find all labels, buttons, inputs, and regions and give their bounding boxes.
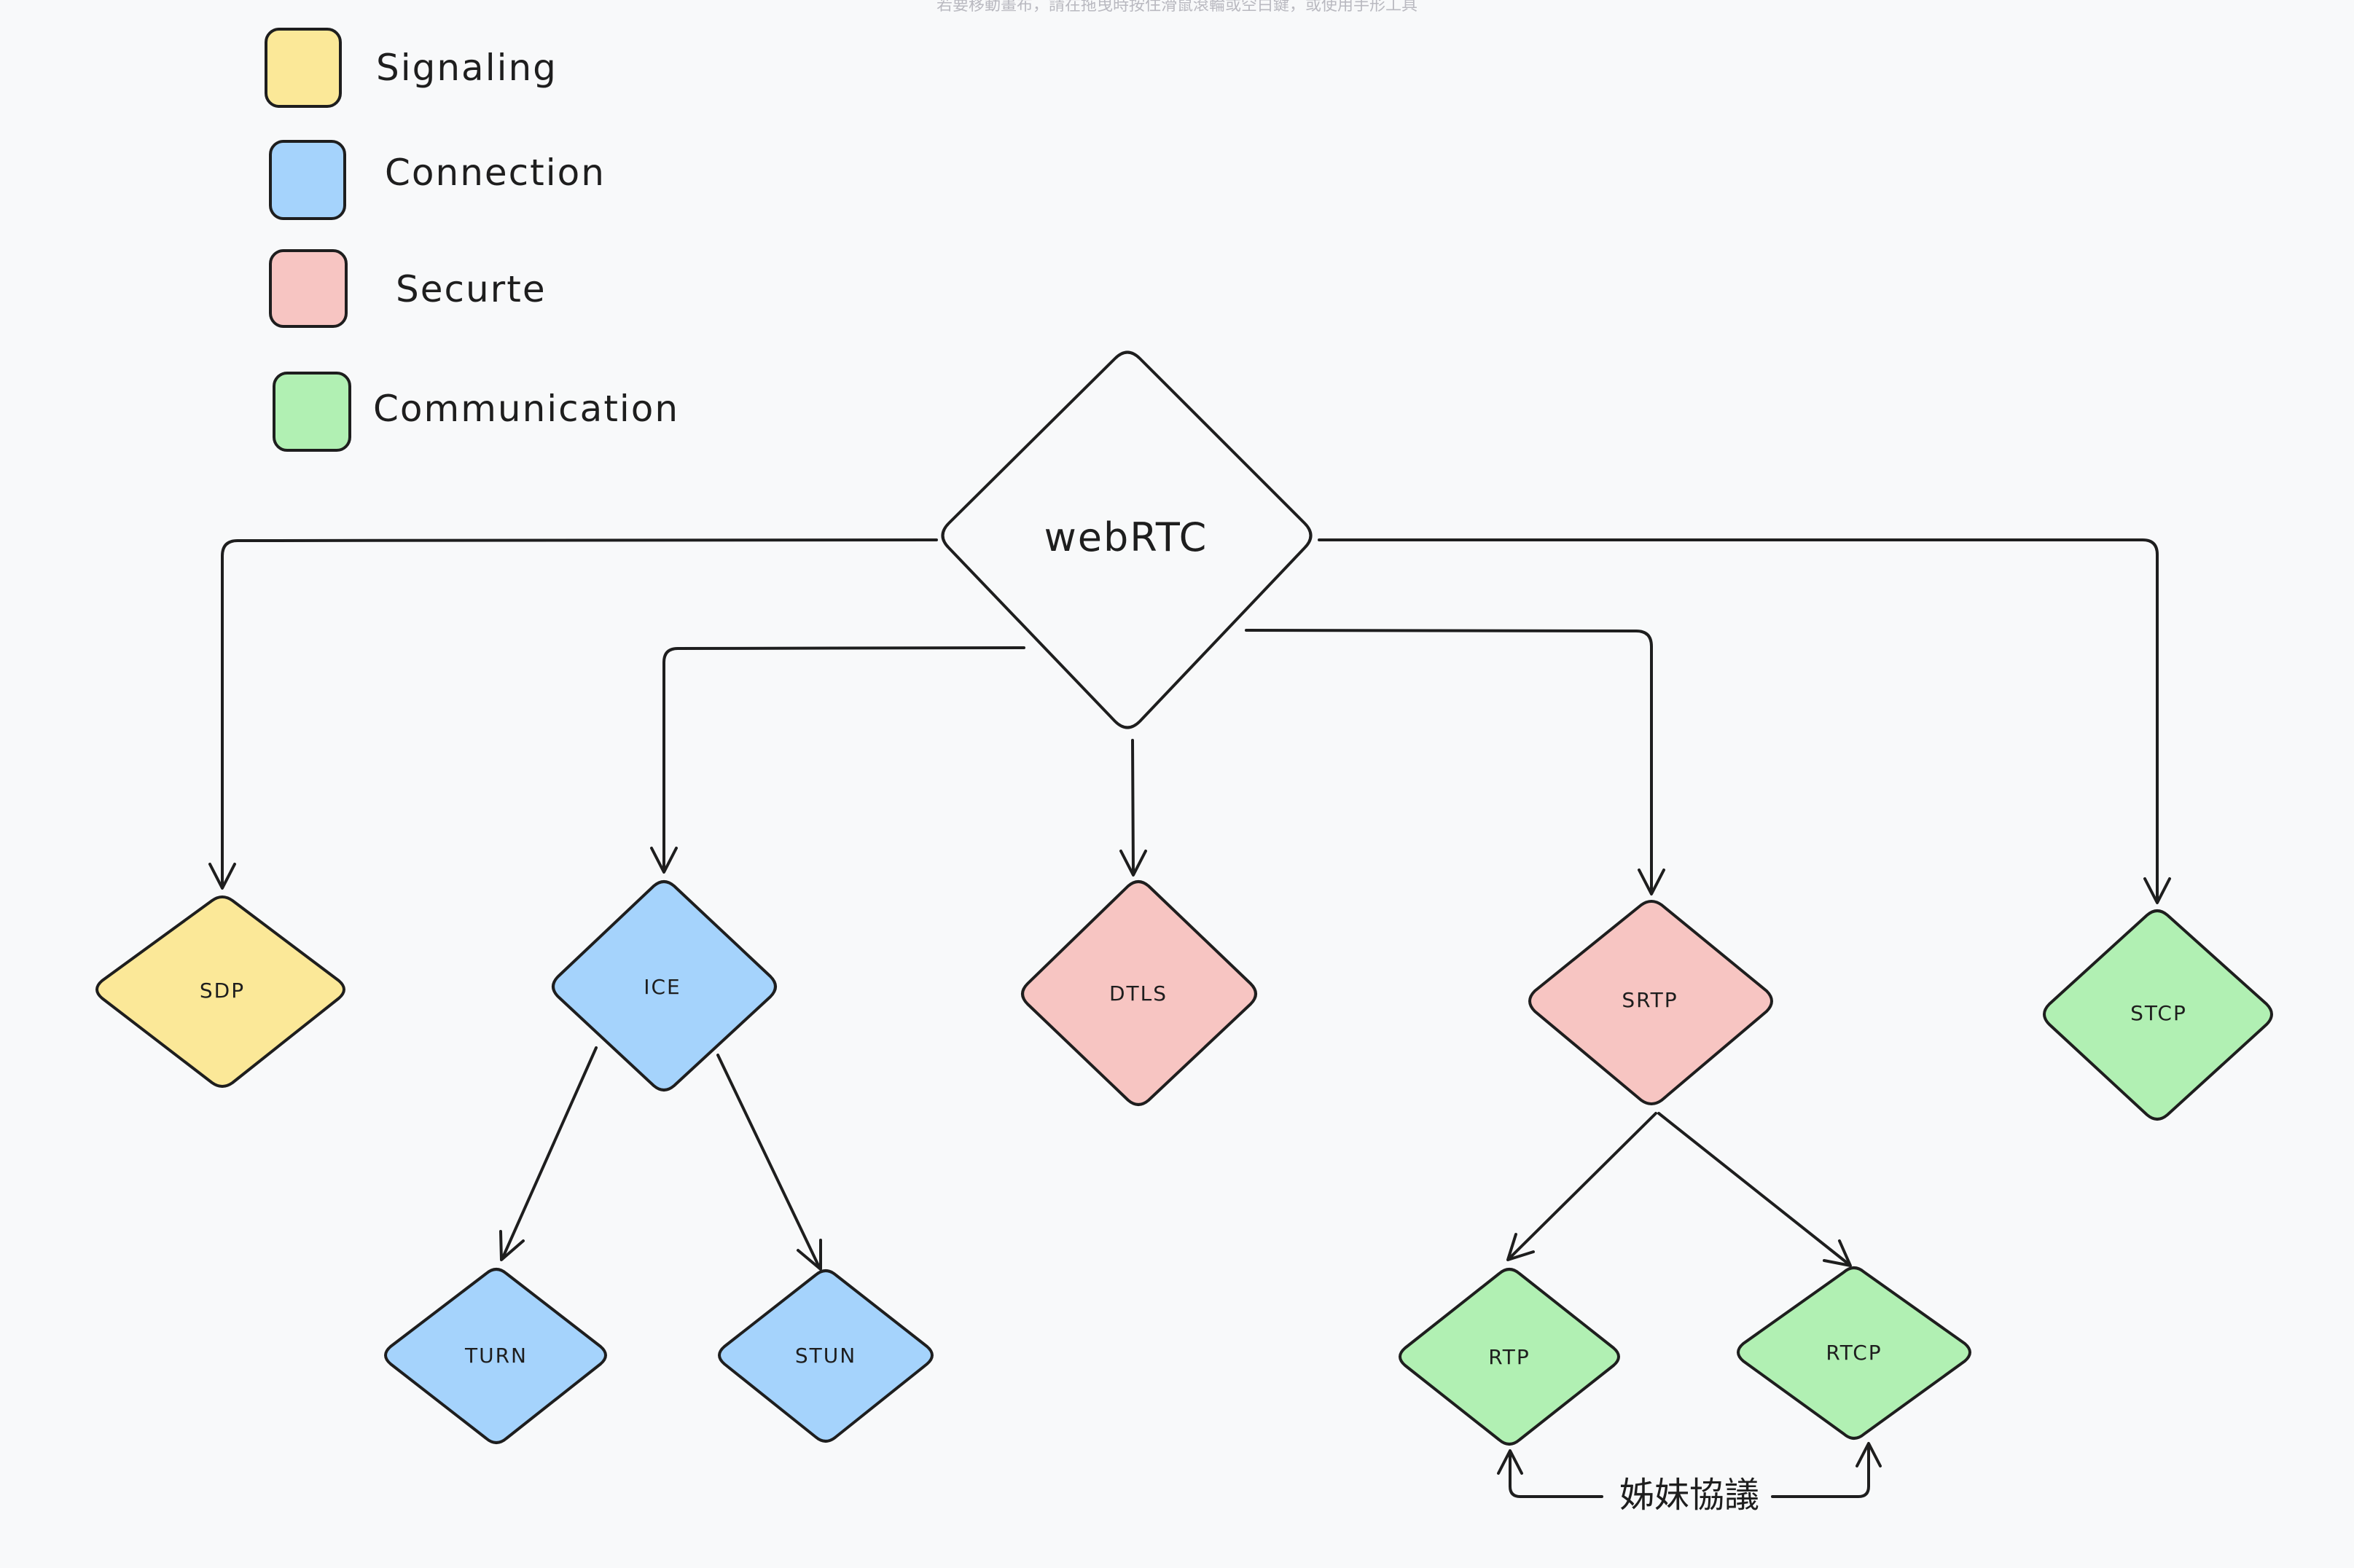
legend-item-connection: Connection	[269, 140, 606, 220]
node-webrtc[interactable]: webRTC	[941, 350, 1313, 729]
node-dtls-shape	[1021, 880, 1257, 1106]
edge-srtp-rtp	[1506, 1112, 1657, 1261]
legend-swatch-signaling	[265, 28, 342, 108]
node-rtcp[interactable]: RTCP	[1737, 1266, 1971, 1440]
edge-rtp-rtcp-sister	[1497, 1442, 1882, 1498]
node-sdp-label: SDP	[200, 979, 245, 1003]
node-rtp-shape	[1399, 1268, 1620, 1446]
annotation-sister-protocols: 姊妹協議	[1619, 1475, 1759, 1516]
legend-label-connection: Connection	[385, 152, 606, 194]
node-stcp-label: STCP	[2130, 1001, 2187, 1025]
edge-webrtc-ice	[650, 646, 1025, 874]
node-stcp-shape	[2043, 909, 2273, 1121]
node-webrtc-label: webRTC	[1044, 514, 1208, 560]
node-rtp[interactable]: RTP	[1399, 1268, 1620, 1446]
legend-label-securte: Securte	[396, 268, 547, 310]
legend-item-signaling: Signaling	[265, 28, 558, 108]
legend-swatch-securte	[269, 249, 348, 328]
legend-swatch-connection	[269, 140, 346, 220]
node-sdp-shape	[95, 895, 345, 1088]
legend: Signaling Connection Securte Communicati…	[265, 28, 679, 452]
node-rtcp-label: RTCP	[1826, 1341, 1882, 1365]
legend-label-signaling: Signaling	[376, 47, 558, 89]
node-turn[interactable]: TURN	[384, 1268, 607, 1444]
edge-webrtc-stcp	[1318, 538, 2171, 904]
node-stun-label: STUN	[795, 1344, 856, 1368]
node-ice-shape	[552, 880, 777, 1091]
node-stun[interactable]: STUN	[718, 1269, 934, 1443]
node-stcp[interactable]: STCP	[2043, 909, 2273, 1121]
connectors	[208, 538, 2171, 1498]
legend-item-communication: Communication	[273, 372, 679, 452]
legend-swatch-communication	[273, 372, 351, 452]
canvas-hint: 若要移動畫布，請在拖曳時按住滑鼠滾輪或空白鍵，或使用手形工具	[936, 0, 1418, 15]
node-rtcp-shape	[1737, 1266, 1971, 1440]
edge-webrtc-srtp	[1245, 629, 1665, 895]
node-ice[interactable]: ICE	[552, 880, 777, 1091]
legend-item-securte: Securte	[269, 249, 547, 328]
edge-webrtc-dtls	[1119, 739, 1147, 877]
node-srtp-shape	[1528, 900, 1773, 1105]
node-turn-shape	[384, 1268, 607, 1444]
edge-ice-stun	[716, 1054, 822, 1271]
node-rtp-label: RTP	[1488, 1345, 1530, 1369]
node-turn-label: TURN	[464, 1344, 528, 1368]
node-webrtc-shape	[941, 350, 1313, 729]
node-dtls[interactable]: DTLS	[1021, 880, 1257, 1106]
legend-label-communication: Communication	[373, 388, 679, 430]
edge-srtp-rtcp	[1657, 1112, 1852, 1267]
node-srtp-label: SRTP	[1622, 988, 1678, 1012]
node-srtp[interactable]: SRTP	[1528, 900, 1773, 1105]
edge-ice-turn	[499, 1046, 598, 1261]
node-sdp[interactable]: SDP	[95, 895, 345, 1088]
node-dtls-label: DTLS	[1109, 981, 1168, 1006]
edge-webrtc-sdp	[208, 538, 938, 890]
node-stun-shape	[718, 1269, 934, 1443]
node-ice-label: ICE	[644, 975, 681, 999]
